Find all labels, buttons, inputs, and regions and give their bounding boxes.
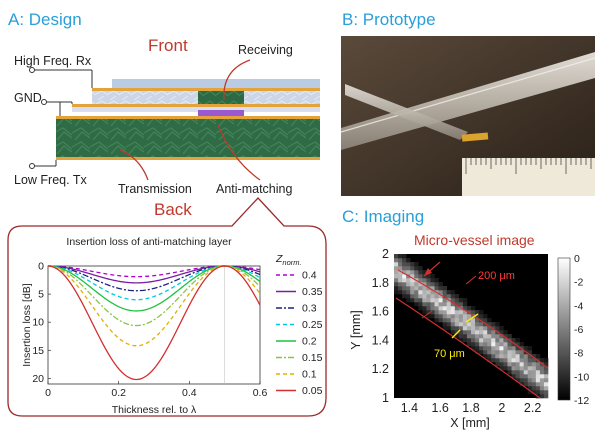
- prototype-photo: [340, 36, 596, 196]
- heatmap-x-tick-label: 1.6: [432, 401, 449, 415]
- chart-y-tick-label: 0: [38, 261, 44, 273]
- ruler: [462, 158, 595, 196]
- dim-70-arrow: [465, 313, 479, 323]
- legend-label: 0.4: [302, 270, 317, 282]
- rx-terminal: [29, 67, 35, 73]
- heatmap-y-tick-label: 1.6: [372, 305, 389, 319]
- micro-vessel-callout: Micro-vessel image: [414, 232, 535, 248]
- vessel-boundary-inner: [395, 297, 541, 399]
- micro-vessel-heatmap: 200 μm 70 μm Y [mm] X [mm] 1.4 1.6 1.8 2 2.2…: [349, 247, 549, 430]
- chart-x-axis-label: Thickness rel. to λ: [112, 404, 197, 416]
- legend-label: 0.15: [302, 352, 323, 364]
- colorbar-tick-label: -12: [574, 395, 589, 407]
- chart-x-tick-label: 0: [45, 387, 51, 399]
- heatmap-x-tick-label: 1.4: [401, 401, 418, 415]
- tx-top-electrode: [56, 116, 320, 119]
- probe-tip: [461, 132, 489, 142]
- dim-70-label: 70 μm: [434, 348, 465, 360]
- low-freq-tx-label: Low Freq. Tx: [14, 173, 87, 187]
- gnd-electrode: [72, 104, 320, 107]
- gnd-substrate: [72, 107, 320, 112]
- insertion-loss-chart: Insertion loss of anti-matching layer In…: [21, 236, 323, 416]
- heatmap-y-axis-label: Y [mm]: [349, 310, 363, 349]
- chart-x-tick-label: 0.6: [253, 387, 268, 399]
- heatmap-x-tick-label: 2.2: [524, 401, 541, 415]
- legend-label: 0.3: [302, 303, 317, 315]
- heatmap-y-tick-label: 1.2: [372, 362, 389, 376]
- colorbar-tick-label: 0: [574, 253, 580, 265]
- transmission-element: [56, 119, 320, 157]
- chart-y-tick-label: 10: [32, 317, 44, 329]
- top-matching-layer: [112, 79, 320, 88]
- colorbar-tick-label: -2: [574, 277, 583, 289]
- heatmap-y-tick-label: 1.8: [372, 276, 389, 290]
- back-label: Back: [154, 200, 192, 219]
- gnd-terminal: [41, 99, 47, 105]
- dim-200-label: 200 μm: [478, 270, 515, 282]
- heatmap-x-tick-label: 2: [498, 401, 505, 415]
- heatmap-y-tick-label: 2: [382, 247, 389, 261]
- chart-y-tick-label: 5: [38, 289, 44, 301]
- legend-title: Znorm.: [275, 253, 302, 267]
- design-panel-title: A: Design: [8, 10, 82, 29]
- legend-label: 0.2: [302, 336, 317, 348]
- legend-label: 0.05: [302, 385, 323, 397]
- series-line-0.05: [47, 265, 261, 381]
- chart-y-tick-label: 15: [32, 345, 44, 357]
- chart-x-tick-label: 0.2: [111, 387, 126, 399]
- colorbar-tick-label: -8: [574, 348, 583, 360]
- anti-matching-layer: [198, 110, 244, 116]
- heatmap-x-axis-label: X [mm]: [450, 416, 490, 430]
- legend-label: 0.25: [302, 319, 323, 331]
- colorbar-tick-label: -10: [574, 371, 589, 383]
- colorbar-tick-label: -4: [574, 300, 583, 312]
- imaging-panel-title: C: Imaging: [342, 207, 424, 226]
- inset-callout-frame: [7, 197, 327, 417]
- secondary-tube: [345, 84, 468, 140]
- high-freq-rx-label: High Freq. Rx: [14, 54, 92, 68]
- receiving-label: Receiving: [238, 43, 293, 57]
- chart-title: Insertion loss of anti-matching layer: [66, 236, 232, 248]
- anti-matching-label: Anti-matching: [216, 182, 292, 196]
- gnd-label: GND: [14, 91, 42, 105]
- legend-label: 0.35: [302, 286, 323, 298]
- colorbar-tick-label: -6: [574, 324, 583, 336]
- prototype-panel-title: B: Prototype: [342, 10, 436, 29]
- high-freq-electrode: [92, 88, 320, 91]
- vessel-boundary-outer: [397, 269, 549, 369]
- chart-x-tick-label: 0.4: [182, 387, 197, 399]
- tx-bottom-electrode: [56, 157, 320, 160]
- chart-plot-area: [47, 265, 261, 385]
- tx-terminal: [29, 163, 35, 169]
- heatmap-y-tick-label: 1.4: [372, 333, 389, 347]
- transmission-label: Transmission: [118, 182, 192, 196]
- chart-y-axis-label: Insertion loss [dB]: [21, 283, 33, 367]
- colorbar-gradient: [557, 257, 571, 401]
- colorbar: 0 -2 -4 -6 -8 -10 -12: [557, 253, 589, 407]
- chart-y-tick-label: 20: [32, 373, 44, 385]
- front-label: Front: [148, 36, 188, 55]
- layer-stack-diagram: [29, 59, 320, 181]
- legend-label: 0.1: [302, 369, 317, 381]
- heatmap-y-tick-label: 1: [382, 391, 389, 405]
- heatmap-x-tick-label: 1.8: [462, 401, 479, 415]
